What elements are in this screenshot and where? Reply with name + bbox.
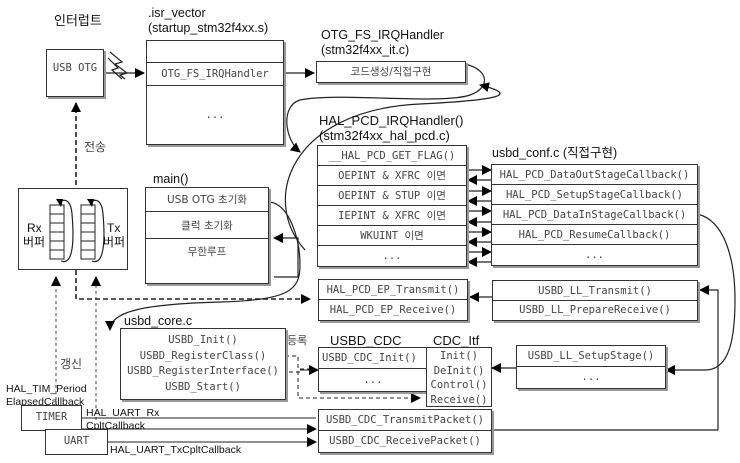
cdc-itf-deinit: DeInit() xyxy=(433,364,485,377)
tim-callback-label-1: HAL_TIM_Period xyxy=(6,383,87,395)
isr-vector-row xyxy=(147,41,283,63)
cdc-transmit-packet: USBD_CDC_TransmitPacket() xyxy=(319,410,491,431)
main-row-clock-init: 클럭 초기화 xyxy=(146,212,268,239)
usbd-ll-setup-more: ... xyxy=(581,371,601,383)
hal-pcd-ep-receive: HAL_PCD_EP_Receive() xyxy=(329,303,457,316)
usbd-core-box: USBD_Init() USBD_RegisterClass() USBD_Re… xyxy=(120,328,286,400)
usbd-core-init: USBD_Init() xyxy=(168,334,238,346)
main-row-usb-init: USB OTG 초기화 xyxy=(146,188,268,212)
isr-vector-title: .isr_vector xyxy=(148,6,206,20)
isr-vector-row-more: ... xyxy=(205,109,225,121)
hal-pcd-row-more: ... xyxy=(382,249,402,262)
timer-label: TIMER xyxy=(35,411,68,423)
usbd-ll-setup-stage: USBD_LL_SetupStage() xyxy=(517,346,665,367)
uart-tx-callback-label: HAL_UART_TxCpltCallback xyxy=(110,444,242,456)
hal-pcd-ep-table: HAL_PCD_EP_Transmit() HAL_PCD_EP_Receive… xyxy=(318,279,468,321)
isr-vector-table: OTG_FS_IRQHandler ... xyxy=(146,40,284,145)
cdc-itf-init: Init() xyxy=(440,350,478,362)
usbd-conf-title: usbd_conf.c (직접구현) xyxy=(492,146,618,160)
cdc-packet-table: USBD_CDC_TransmitPacket() USBD_CDC_Recei… xyxy=(318,409,492,453)
usbd-conf-row-dataout: HAL_PCD_DataOutStageCallback() xyxy=(492,165,697,185)
usb-otg-label: USB OTG xyxy=(52,62,98,74)
cdc-receive-packet: USBD_CDC_ReceivePacket() xyxy=(329,435,481,447)
transfer-label: 전송 xyxy=(84,140,107,154)
hal-pcd-row-wkuint: WKUINT 이면 xyxy=(318,226,466,246)
timer-box: TIMER xyxy=(21,405,82,431)
usbd-core-start: USBD_Start() xyxy=(165,380,241,393)
cdc-itf-title: CDC_Itf xyxy=(433,333,480,348)
otg-handler-box: 코드생성/직접구현 xyxy=(316,61,466,83)
usbd-cdc-init: USBD_CDC_Init() xyxy=(319,348,427,369)
main-function-table: USB OTG 초기화 클럭 초기화 무한루프 xyxy=(145,187,269,284)
usbd-conf-table: HAL_PCD_DataOutStageCallback() HAL_PCD_S… xyxy=(491,164,698,266)
usbd-conf-row-resume: HAL_PCD_ResumeCallback() xyxy=(492,225,697,245)
usbd-core-register-class: USBD_RegisterClass() xyxy=(139,349,267,362)
main-title: main() xyxy=(153,172,189,186)
hal-pcd-row-oepint-xfrc: OEPINT & XFRC 이면 xyxy=(318,166,466,186)
usbd-ll-setup-table: USBD_LL_SetupStage() ... xyxy=(516,345,666,389)
cdc-itf-box: Init() DeInit() Control() Receive() xyxy=(426,347,492,407)
uart-box: UART xyxy=(45,429,108,455)
usbd-core-register-interface: USBD_RegisterInterface() xyxy=(127,365,279,377)
usbd-ll-table: USBD_LL_Transmit() USBD_LL_PrepareReceiv… xyxy=(492,280,698,321)
usbd-cdc-table: USBD_CDC_Init() ... xyxy=(318,347,428,392)
usbd-conf-row-setup: HAL_PCD_SetupStageCallback() xyxy=(492,185,697,205)
usbd-cdc-more: ... xyxy=(363,373,383,386)
usbd-ll-prepare-receive: USBD_LL_PrepareReceive() xyxy=(519,304,671,316)
hal-pcd-row-iepint-xfrc: IEPINT & XFRC 이면 xyxy=(318,206,466,226)
usbd-conf-row-datain: HAL_PCD_DataInStageCallback() xyxy=(492,205,697,225)
otg-handler-file: (stm32f4xx_it.c) xyxy=(321,43,410,57)
buffers-box: Rx 버퍼 Tx 버퍼 xyxy=(18,188,128,270)
hal-pcd-title: HAL_PCD_IRQHandler() xyxy=(319,113,464,128)
cdc-itf-receive: Receive() xyxy=(430,393,488,406)
ring-buffer-icon xyxy=(49,199,105,263)
update-label: 갱신 xyxy=(60,357,83,371)
register-label: 등록 xyxy=(287,335,308,347)
hal-pcd-irq-table: __HAL_PCD_GET_FLAG() OEPINT & XFRC 이면 OE… xyxy=(317,145,467,267)
otg-handler-row: 코드생성/직접구현 xyxy=(350,66,432,78)
usbd-cdc-title: USBD_CDC xyxy=(330,333,402,348)
otg-handler-title: OTG_FS_IRQHandler xyxy=(321,28,444,42)
tx-buffer-label: 버퍼 xyxy=(103,235,126,249)
interrupt-label: 인터럽트 xyxy=(54,13,102,28)
main-row-infinite-loop: 무한루프 xyxy=(187,246,227,258)
usbd-core-title: usbd_core.c xyxy=(124,314,193,328)
cdc-itf-control: Control() xyxy=(430,379,488,391)
hal-pcd-row-oepint-stup: OEPINT & STUP 이면 xyxy=(318,186,466,206)
hal-pcd-ep-transmit: HAL_PCD_EP_Transmit() xyxy=(319,280,467,300)
tx-label: Tx xyxy=(107,221,121,235)
isr-vector-row-otg-handler: OTG_FS_IRQHandler xyxy=(147,63,283,86)
isr-vector-file: (startup_stm32f4xx.s) xyxy=(148,21,269,35)
hal-pcd-file: (stm32f4xx_hal_pcd.c) xyxy=(319,128,450,143)
usbd-conf-row-more: ... xyxy=(585,248,604,261)
hal-pcd-row-get-flag: __HAL_PCD_GET_FLAG() xyxy=(318,146,466,166)
uart-label: UART xyxy=(63,435,90,447)
rx-buffer-label: 버퍼 xyxy=(23,235,46,249)
usb-otg-box: USB OTG xyxy=(46,49,104,97)
uart-rx-callback-label-1: HAL_UART_Rx xyxy=(86,407,160,419)
usbd-ll-transmit: USBD_LL_Transmit() xyxy=(493,281,697,301)
rx-label: Rx xyxy=(27,221,42,235)
